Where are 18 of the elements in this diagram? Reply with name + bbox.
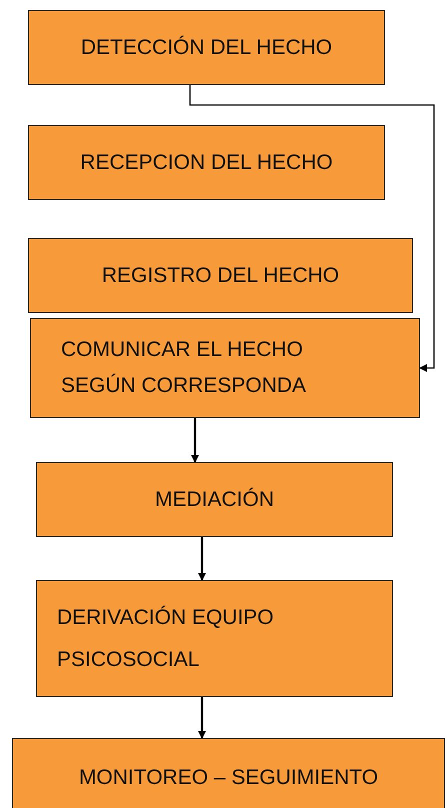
step-label: REGISTRO DEL HECHO xyxy=(102,262,340,288)
step-label: RECEPCION DEL HECHO xyxy=(80,150,333,176)
step-label: COMUNICAR EL HECHO SEGÚN CORRESPONDA xyxy=(61,337,308,399)
arrow xyxy=(198,537,206,581)
step-label: MONITOREO – SEGUIMIENTO xyxy=(78,765,378,791)
arrow xyxy=(198,697,206,739)
process-box xyxy=(28,238,413,313)
process-box xyxy=(12,738,445,808)
process-box xyxy=(28,125,385,200)
process-box xyxy=(36,580,393,697)
process-box xyxy=(30,318,420,418)
process-box xyxy=(28,10,385,85)
process-box xyxy=(36,462,393,537)
step-label: DETECCIÓN DEL HECHO xyxy=(80,34,332,60)
arrow xyxy=(189,85,435,372)
arrow xyxy=(191,418,199,463)
step-label: MEDIACIÓN xyxy=(154,486,274,512)
step-label: DERIVACIÓN EQUIPO PSICOSOCIAL xyxy=(57,604,275,672)
